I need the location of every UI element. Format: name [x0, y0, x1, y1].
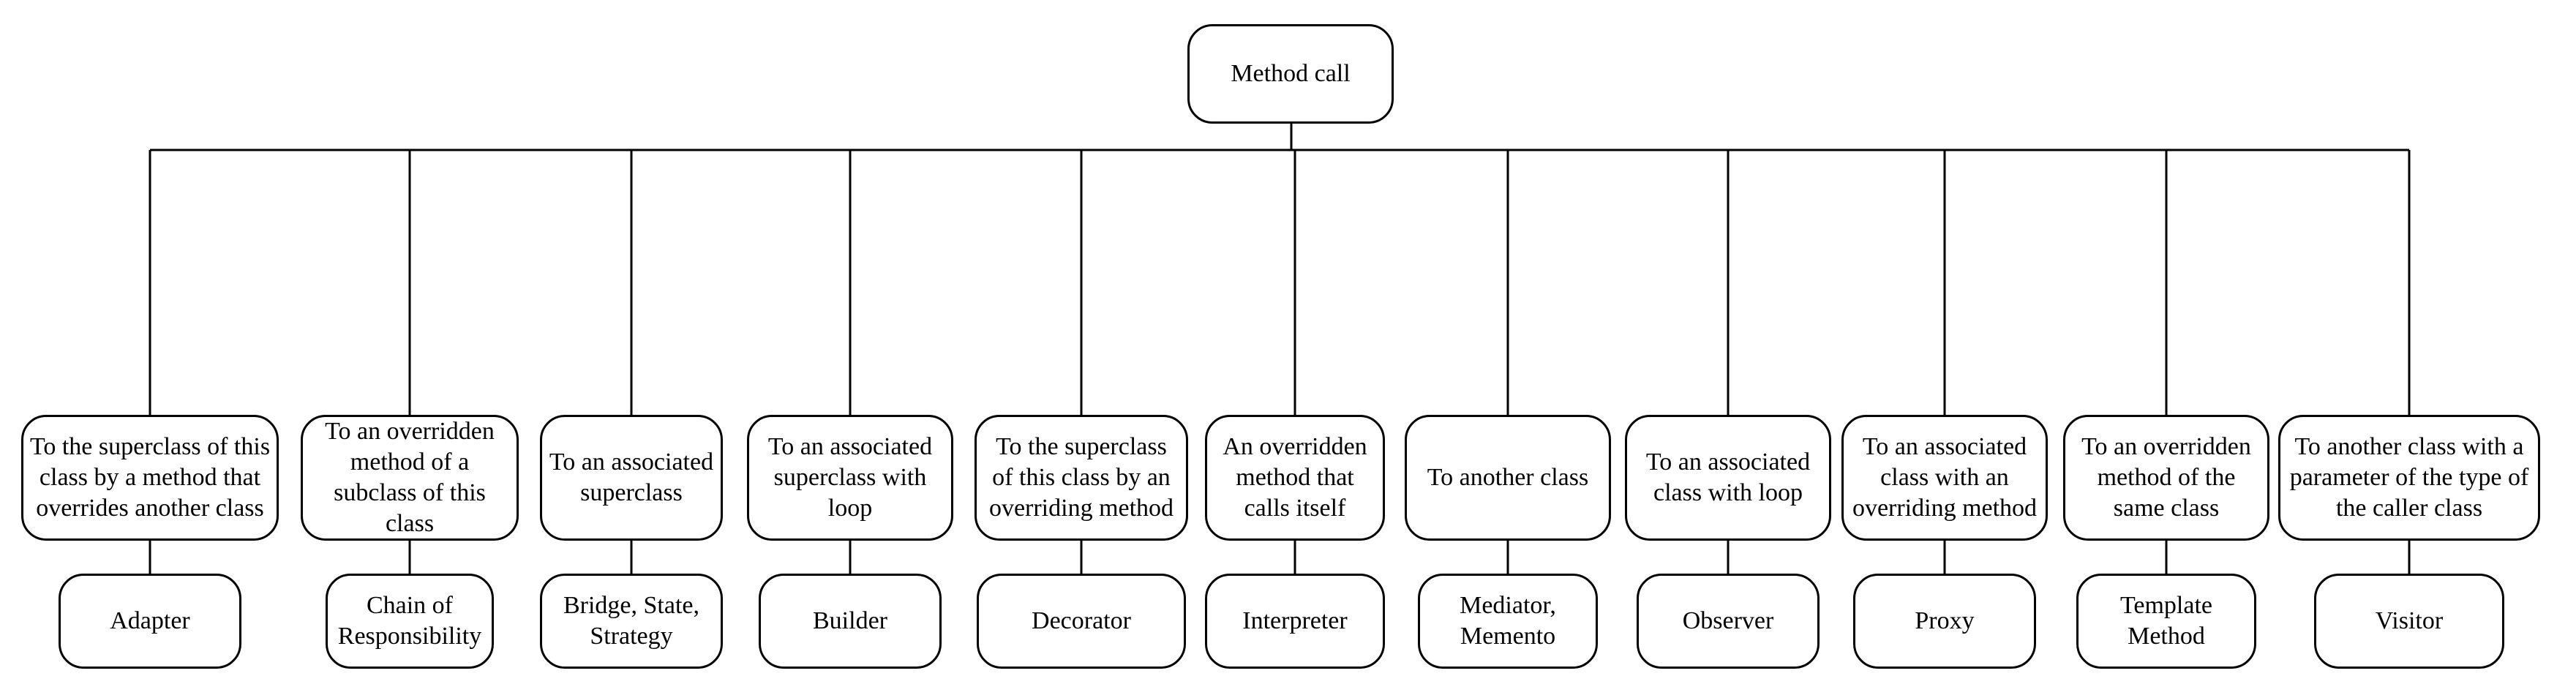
condition-label: To an associated superclass with loop: [767, 433, 933, 522]
pattern-label: Proxy: [1915, 607, 1975, 634]
design-pattern-node: Builder: [759, 574, 942, 669]
root-label: Method call: [1231, 60, 1351, 87]
design-pattern-node: Interpreter: [1205, 574, 1385, 669]
condition-label: To an associated superclass: [549, 448, 714, 506]
condition-label: To an associated class with an overridin…: [1852, 433, 2038, 522]
design-pattern-node: Observer: [1637, 574, 1820, 669]
design-pattern-node: Decorator: [977, 574, 1186, 669]
condition-node: To an associated class with an overridin…: [1841, 415, 2048, 541]
condition-label: To the superclass of this class by a met…: [29, 433, 271, 522]
condition-node: To another class: [1405, 415, 1611, 541]
condition-label: To the superclass of this class by an ov…: [988, 433, 1174, 522]
condition-node: To an overridden method of a subclass of…: [301, 415, 519, 541]
method-call-root-node: Method call: [1187, 24, 1394, 124]
design-pattern-node: Chain of Responsibility: [326, 574, 494, 669]
condition-node: To another class with a parameter of the…: [2278, 415, 2540, 541]
design-pattern-node: Bridge, State, Strategy: [540, 574, 723, 669]
pattern-label: Decorator: [1032, 607, 1131, 634]
condition-label: To an overridden method of a subclass of…: [325, 418, 495, 537]
condition-label: To another class with a parameter of the…: [2289, 433, 2529, 522]
condition-node: To the superclass of this class by an ov…: [975, 415, 1188, 541]
pattern-label: Adapter: [110, 607, 190, 634]
condition-node: To an associated superclass with loop: [747, 415, 953, 541]
pattern-label: Interpreter: [1242, 607, 1348, 634]
pattern-label: Observer: [1682, 607, 1774, 634]
design-pattern-node: Mediator, Memento: [1418, 574, 1598, 669]
condition-node: To an associated superclass: [540, 415, 723, 541]
condition-node: An overridden method that calls itself: [1205, 415, 1385, 541]
design-pattern-node: Visitor: [2314, 574, 2504, 669]
condition-label: To another class: [1427, 464, 1589, 491]
pattern-label: Mediator, Memento: [1460, 592, 1556, 650]
condition-node: To an associated class with loop: [1625, 415, 1831, 541]
pattern-label: Template Method: [2119, 592, 2212, 650]
pattern-label: Visitor: [2375, 607, 2444, 634]
design-pattern-node: Adapter: [59, 574, 241, 669]
pattern-label: Bridge, State, Strategy: [563, 592, 700, 650]
condition-label: To an overridden method of the same clas…: [2081, 433, 2251, 522]
design-pattern-node: Proxy: [1853, 574, 2036, 669]
pattern-label: Chain of Responsibility: [337, 592, 482, 650]
condition-node: To the superclass of this class by a met…: [21, 415, 279, 541]
condition-label: To an associated class with loop: [1645, 448, 1811, 506]
pattern-label: Builder: [813, 607, 887, 634]
condition-node: To an overridden method of the same clas…: [2063, 415, 2269, 541]
design-pattern-node: Template Method: [2076, 574, 2256, 669]
condition-label: An overridden method that calls itself: [1223, 433, 1367, 522]
